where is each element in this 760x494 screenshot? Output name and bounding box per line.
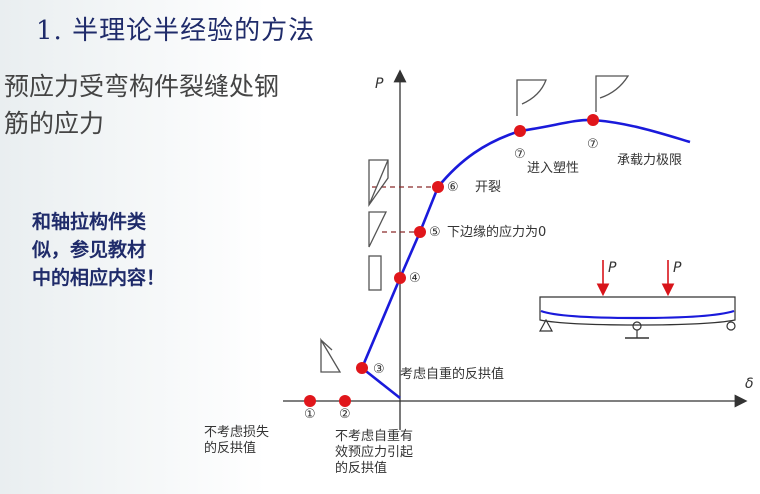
beam-sketch: P P bbox=[538, 260, 736, 339]
stress-diagrams bbox=[320, 75, 630, 373]
point-7a-label: 进入塑性 bbox=[527, 161, 579, 176]
point-5-label: 下边缘的应力为0 bbox=[447, 224, 546, 240]
point-5-number: ⑤ bbox=[429, 225, 441, 240]
stress-diagram-plastic-2 bbox=[595, 75, 630, 112]
load-label-1: P bbox=[608, 260, 617, 276]
beam-deflection-line bbox=[540, 309, 735, 320]
point-3-number: ③ bbox=[373, 362, 385, 377]
stress-diagram-prestress bbox=[320, 337, 342, 373]
point-1-label-line-1: 不考虑损失 bbox=[204, 425, 269, 440]
point-7b-number: ⑦ bbox=[587, 137, 599, 152]
stress-diagram-zero bbox=[368, 211, 388, 248]
stress-diagram-uniform bbox=[368, 255, 382, 291]
point-6-label: 开裂 bbox=[475, 180, 501, 195]
point-1-number: ① bbox=[304, 407, 316, 422]
point-7b bbox=[587, 114, 599, 126]
point-7a-number: ⑦ bbox=[514, 147, 526, 162]
point-1-label-line-2: 的反拱值 bbox=[204, 440, 256, 456]
point-6 bbox=[432, 181, 444, 193]
x-axis-label: δ bbox=[745, 376, 754, 392]
beam-body bbox=[539, 296, 736, 326]
subtitle-line-1: 预应力受弯构件裂缝处钢 bbox=[4, 72, 280, 101]
point-3 bbox=[356, 362, 368, 374]
point-3-label: 考虑自重的反拱值 bbox=[400, 366, 504, 382]
curve-points bbox=[304, 114, 599, 407]
point-2-label-line-1: 不考虑自重有 bbox=[335, 428, 413, 444]
point-7b-label: 承载力极限 bbox=[617, 153, 682, 168]
stress-diagram-cracking bbox=[368, 159, 389, 208]
note-text: 和轴拉构件类 似，参见教材 中的相应内容！ bbox=[32, 208, 165, 292]
point-2-label-line-3: 的反拱值 bbox=[335, 460, 387, 476]
note-line-1: 和轴拉构件类 bbox=[32, 211, 147, 233]
stress-diagram-plastic-1 bbox=[516, 79, 547, 116]
point-4 bbox=[394, 272, 406, 284]
slide-title: 1. 半理论半经验的方法 bbox=[36, 16, 316, 46]
point-1 bbox=[304, 395, 316, 407]
point-2-number: ② bbox=[339, 407, 351, 422]
note-line-2: 似，参见教材 bbox=[32, 239, 147, 261]
point-2-label-line-2: 效预应力引起 bbox=[335, 444, 413, 460]
right-support bbox=[726, 321, 736, 331]
point-4-number: ④ bbox=[409, 271, 421, 286]
subtitle-line-2: 筋的应力 bbox=[4, 109, 105, 138]
point-7a bbox=[514, 125, 526, 137]
left-support bbox=[538, 318, 554, 332]
load-deflection-curve bbox=[360, 118, 691, 400]
point-5 bbox=[414, 226, 426, 238]
load-label-2: P bbox=[673, 260, 682, 276]
note-line-3: 中的相应内容！ bbox=[32, 267, 166, 289]
y-axis-label: P bbox=[375, 76, 384, 92]
point-6-number: ⑥ bbox=[447, 180, 459, 195]
point-2 bbox=[339, 395, 351, 407]
